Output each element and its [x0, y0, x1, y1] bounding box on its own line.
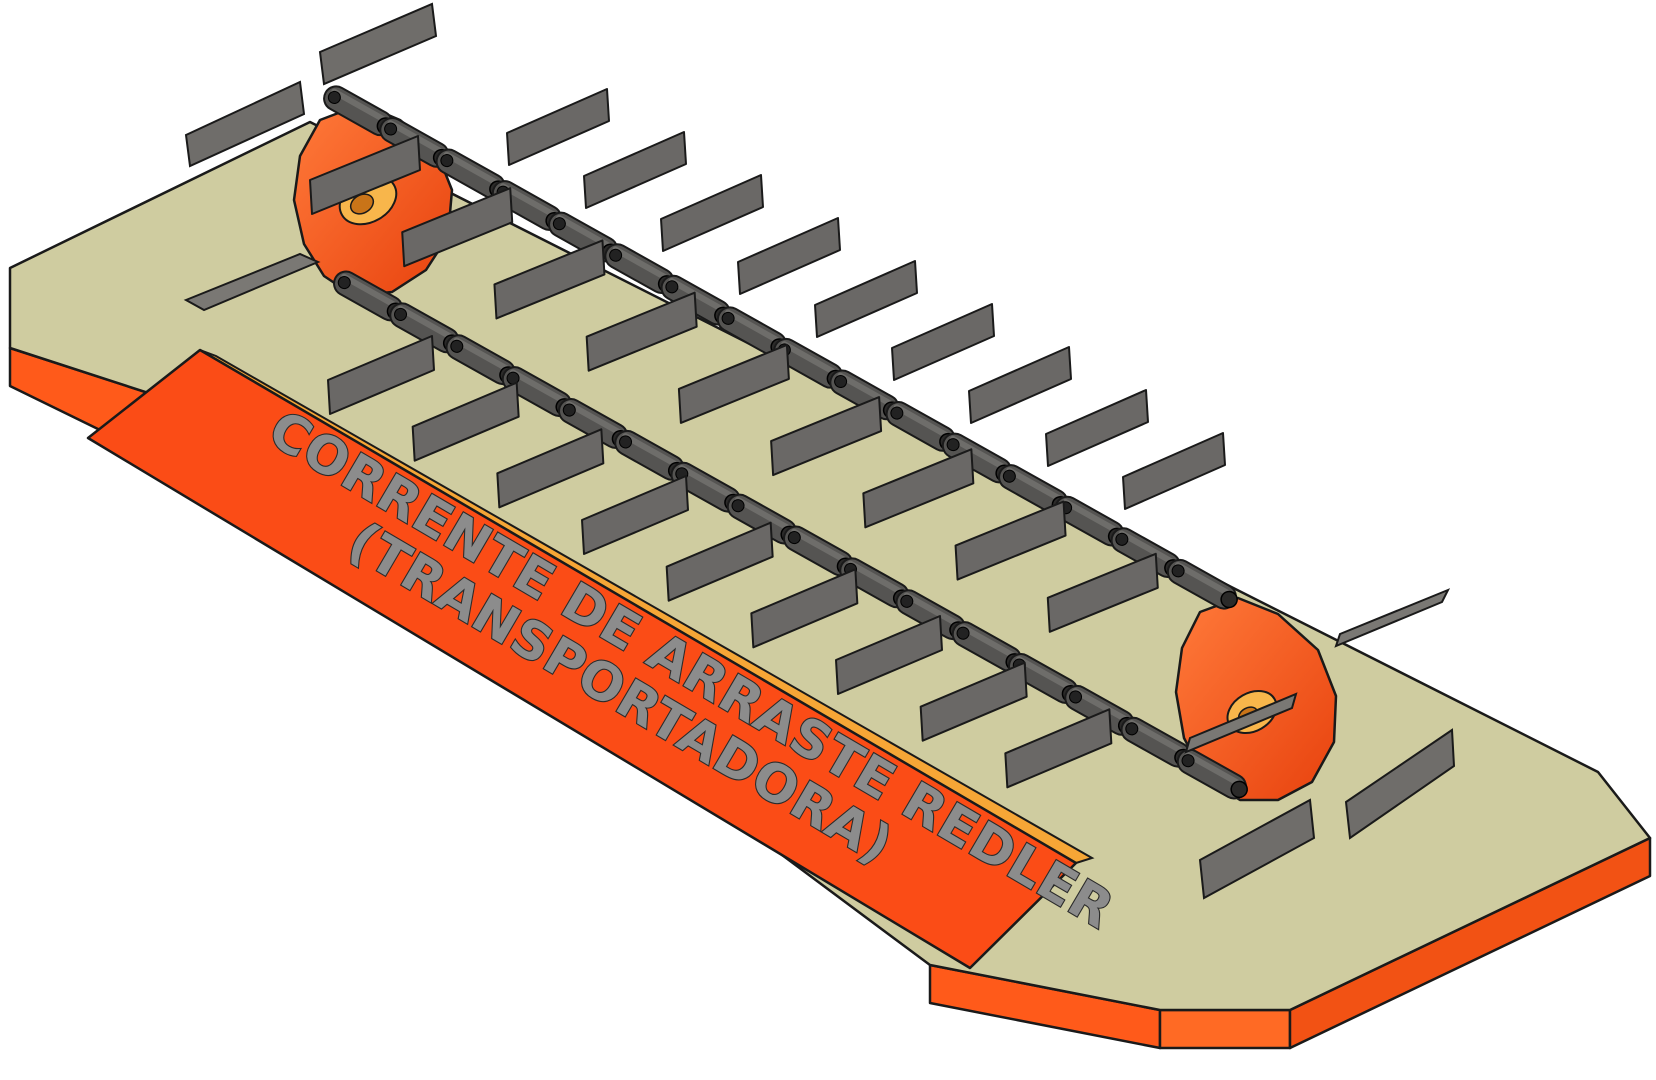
chain-roller: [1220, 590, 1238, 609]
flight-lower: [835, 615, 943, 695]
flight-lower: [496, 428, 605, 509]
flight-front: [309, 135, 421, 215]
flight-lower: [411, 381, 520, 462]
chain-link: [1110, 527, 1182, 579]
flight-back: [891, 303, 995, 381]
flight-back: [1045, 389, 1149, 467]
drag-chain: [323, 85, 1248, 800]
flight-back: [583, 131, 687, 209]
flight-lower: [665, 521, 774, 602]
end-flight-right-bottom: [1198, 798, 1316, 900]
flight-front: [677, 343, 790, 424]
chain-link: [1166, 558, 1238, 610]
label-face: [86, 348, 1078, 970]
end-flight-left-top: [184, 80, 306, 168]
chain-link: [1176, 748, 1248, 800]
end-flight-right-low: [1344, 728, 1456, 840]
end-flight-left-bottom: [183, 252, 321, 312]
flight-lower: [919, 661, 1028, 742]
flight-front: [585, 291, 698, 372]
chain-link: [941, 432, 1013, 484]
flight-front: [1046, 552, 1159, 633]
flight-back: [660, 174, 764, 252]
chain-roller: [1230, 780, 1248, 799]
flight-front: [770, 396, 883, 477]
flight-lower: [581, 475, 689, 555]
flight-back: [737, 217, 841, 295]
flight-lower: [1004, 708, 1113, 789]
chain-link: [323, 85, 395, 137]
end-flight-right-top: [1334, 588, 1451, 648]
flight-back: [1122, 432, 1226, 510]
chain-link: [951, 621, 1023, 672]
flight-back: [968, 346, 1072, 424]
end-flights: [183, 2, 1456, 900]
flight-front: [954, 500, 1067, 581]
base-side-corner: [1158, 1008, 1292, 1050]
chain-flights-back: [506, 88, 1226, 510]
chain-link: [435, 148, 507, 200]
end-flight-right-mid: [1184, 692, 1298, 754]
flight-back: [506, 88, 610, 166]
flight-front: [493, 239, 606, 320]
end-flight-left-top-2: [318, 2, 438, 86]
flight-lower: [327, 335, 435, 415]
chain-flights-front: [309, 135, 1159, 789]
flight-front: [862, 448, 975, 529]
flight-front: [401, 187, 514, 268]
flight-back: [814, 260, 918, 338]
flight-lower: [750, 568, 859, 649]
